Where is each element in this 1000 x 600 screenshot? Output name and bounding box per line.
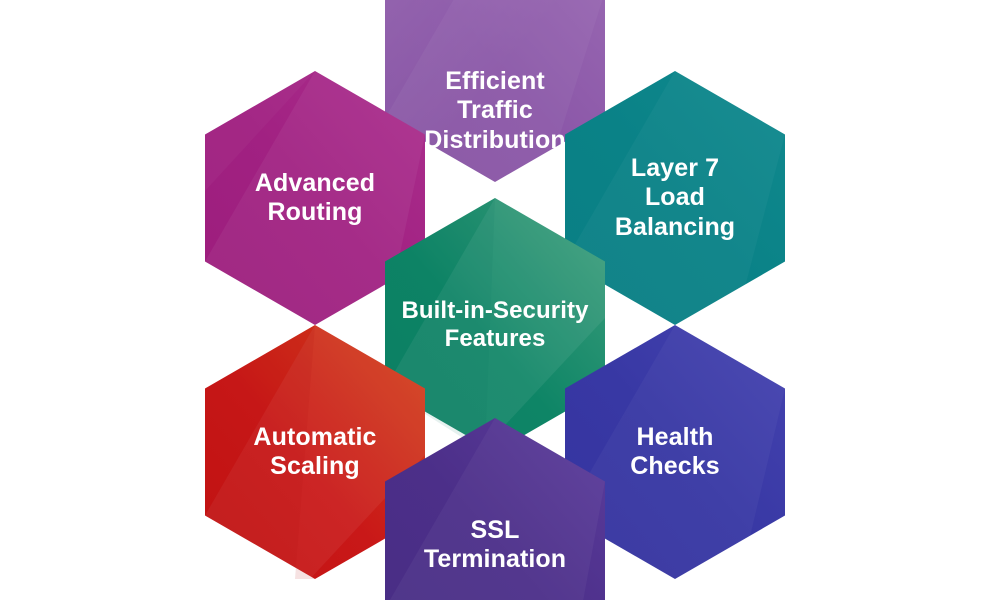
hexagon-shape [205,71,425,325]
hexagon-ssl-termination[interactable]: SSL Termination [385,418,605,600]
hexagon-automatic-scaling[interactable]: Automatic Scaling [205,325,425,579]
hexagon-shape [205,325,425,579]
hexagon-shape [565,71,785,325]
hexagon-shape [565,325,785,579]
hexagon-shape [385,418,605,600]
hexagon-shape [385,0,605,182]
